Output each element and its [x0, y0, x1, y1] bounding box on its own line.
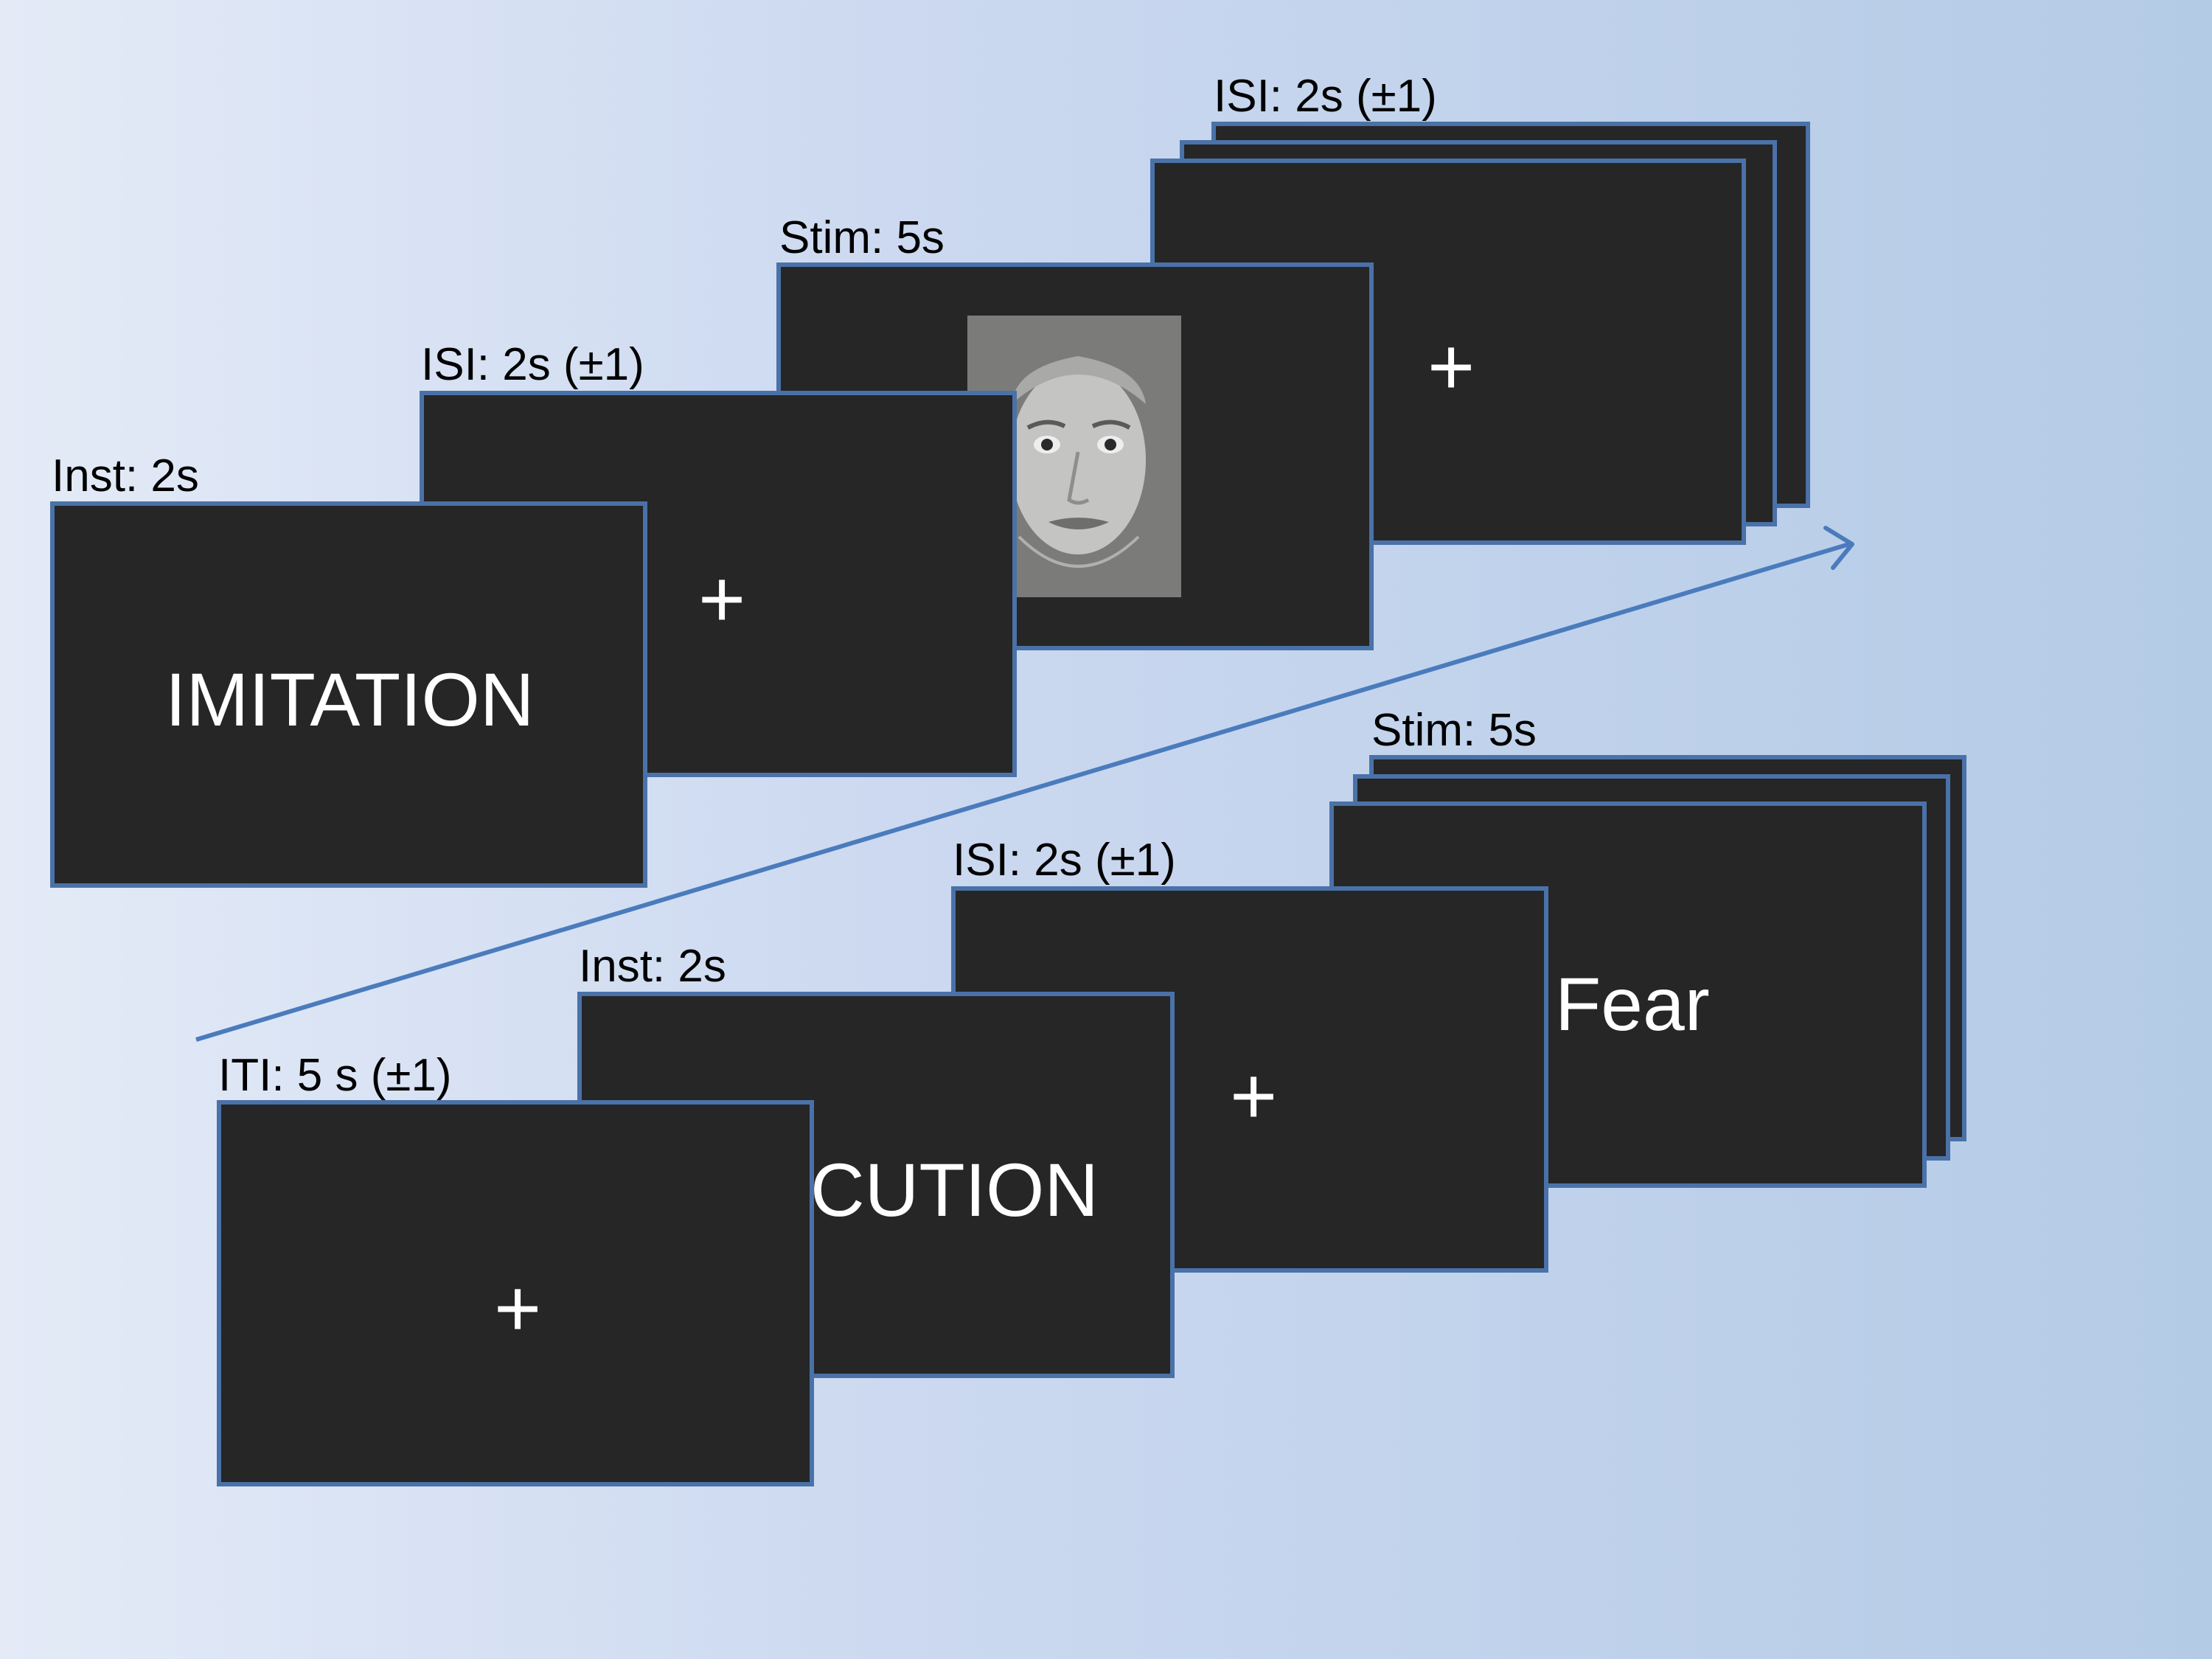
fixation-cross: +: [494, 1263, 542, 1354]
fixation-cross: +: [1427, 321, 1475, 412]
instruction-word: CUTION: [810, 1148, 1099, 1232]
imitation-stim-caption: Stim: 5s: [779, 212, 945, 263]
execution-iti-caption: ITI: 5 s (±1): [218, 1050, 452, 1101]
imitation-isi2-caption: ISI: 2s (±1): [1214, 71, 1437, 122]
execution-iti-screen: +: [217, 1100, 814, 1486]
fixation-cross: +: [698, 554, 746, 644]
execution-instruction-caption: Inst: 2s: [579, 941, 726, 992]
fixation-cross: +: [1230, 1051, 1278, 1141]
execution-isi-caption: ISI: 2s (±1): [953, 835, 1176, 886]
imitation-isi1-caption: ISI: 2s (±1): [421, 339, 644, 390]
emotion-word: Fear: [1555, 962, 1710, 1046]
execution-stim-caption: Stim: 5s: [1371, 705, 1537, 756]
imitation-instruction-caption: Inst: 2s: [52, 451, 199, 501]
instruction-word: IMITATION: [165, 658, 535, 742]
imitation-instruction-screen: IMITATION: [50, 501, 647, 888]
